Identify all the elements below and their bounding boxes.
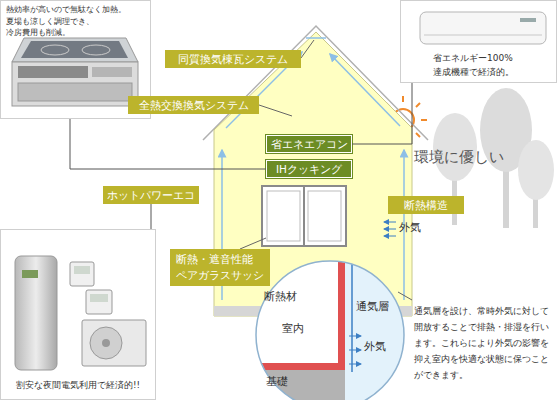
feature-tag: ホットパワーエコ [103,186,199,204]
ridge-vent [306,37,326,39]
leader-line [240,238,266,249]
window-mullion [303,186,305,246]
node-text: IHクッキング [267,161,351,177]
tree-crown [518,140,554,200]
foundation [250,370,345,400]
tree-crown [433,113,477,181]
leader-line [70,119,266,169]
sun-ray [416,133,420,137]
plain-label: 通気層 [356,300,389,314]
leader-line [259,105,292,116]
window-frame [262,186,346,246]
air-arrow [349,336,361,337]
vent-layer-line [351,258,353,372]
node-text: 省エネエアコン [267,136,351,152]
plain-label: 環境に優しい [414,148,504,167]
outside-air-arrows [384,222,396,236]
plain-label: 外気 [364,340,386,354]
air-arrow [349,364,361,365]
plain-label: 基礎 [266,375,288,389]
tank-badge [22,270,38,278]
node-text: 断熱構造 [388,196,464,214]
cooktop-body [12,62,138,106]
burner [41,45,69,55]
vent-flow [330,54,400,126]
feature-tag: 断熱構造 [388,196,464,214]
fan-hub [102,339,110,347]
aircon-body [420,12,546,44]
leader-line [151,204,152,229]
leader-line [352,83,412,144]
aircon-louver [424,35,542,36]
house-tag: IHクッキング [266,160,352,178]
air-conditioner [420,12,546,44]
info-panel: 省エネルギー100% 達成機種で経済的。 [400,0,557,83]
plain-label: 断熱材 [264,290,297,304]
remote-screen [74,266,90,274]
insulation-wall [338,258,345,366]
node-text: 割安な夜間電気利用で経済的!! [1,380,155,392]
node-text: 断熱・遮音性能 ペアガラスサッシ [176,251,264,283]
cooktop-glass [21,41,128,58]
remote-control [70,262,94,286]
node-text: 熱効率が高いので無駄なく加熱。 夏場も涼しく調理でき、冷房費用も削減。 [1,1,150,39]
window-pane [308,191,341,241]
sun-ray [402,96,404,102]
air-arrow [349,350,361,351]
feature-tag: 断熱・遮音性能 ペアガラスサッシ [170,249,270,286]
leader-line [301,40,314,58]
sun-ray [421,119,427,121]
air-arrow [384,222,396,223]
node-text: 全熱交換換気システム [128,96,259,114]
node-text: 同質換気棟瓦システム [165,50,301,68]
outdoor-fan [90,327,122,359]
plain-label: 室内 [282,322,304,336]
node-text: ホットパワーエコ [103,186,199,204]
house-tag: 省エネエアコン [266,135,352,153]
control-display [92,67,132,77]
ih-cooktop [12,38,138,106]
wall-section [250,258,415,400]
control-panel [18,66,88,78]
air-arrow [384,236,396,237]
air-arrow [384,229,396,230]
info-panel: 割安な夜間電気利用で経済的!! [0,229,156,400]
feature-tag: 全熱交換換気システム [128,96,259,114]
outdoor-unit [82,320,146,366]
sun-ray [416,103,420,107]
remote-control [86,290,112,314]
plain-label: 外気 [399,221,421,235]
note-text: 通気層を設け、常時外気に対して開放することで排熱・排湿を行います。これらにより外… [414,303,552,383]
leader-line [398,292,412,300]
aircon-display [520,18,536,22]
window-pane [267,191,300,241]
remote-screen [90,294,108,302]
feature-tag: 同質換気棟瓦システム [165,50,301,68]
hot-water-tank [15,256,57,370]
grill-door [18,83,132,101]
burner [82,45,110,55]
node-text: 省エネルギー100% 達成機種で経済的。 [433,51,533,79]
heat-pump-set [15,256,146,370]
cooktop-top [12,38,138,62]
zoom-circle [256,261,404,400]
